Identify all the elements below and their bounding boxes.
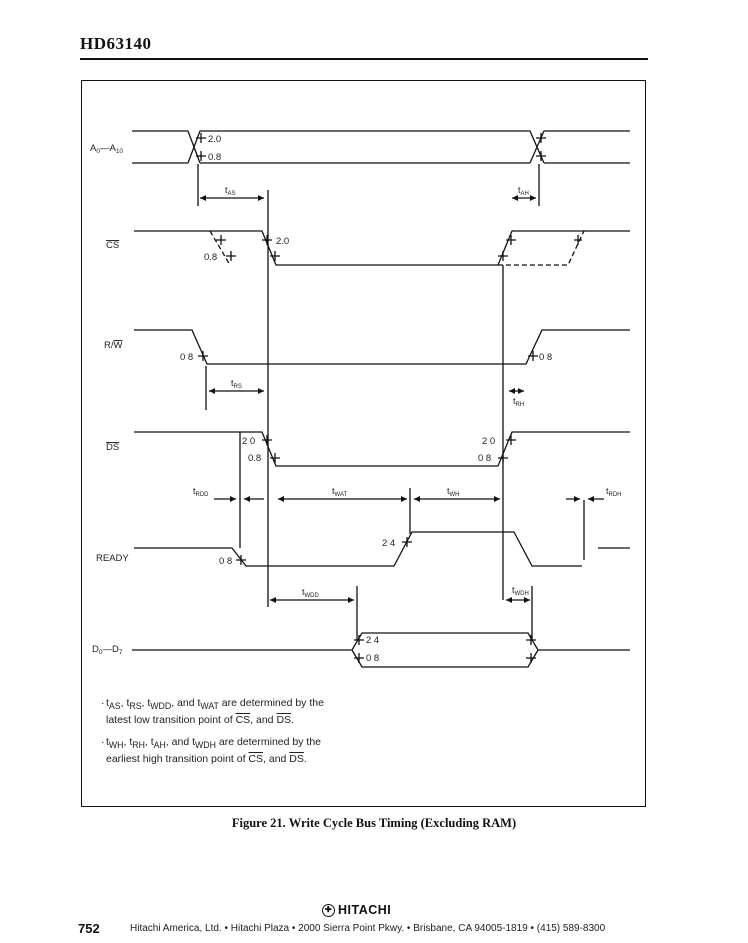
- figure-caption: Figure 21. Write Cycle Bus Timing (Exclu…: [231, 816, 517, 830]
- timing-label-t-as: tAS: [225, 185, 236, 197]
- timing-label-t-rs: tRS: [231, 378, 242, 390]
- timing-label-t-rdh: tRDH: [606, 486, 622, 498]
- cs-waveform-dashed: [209, 230, 585, 266]
- level-rw-low-right: 0 8: [539, 352, 552, 363]
- level-ds-low-left: 0.8: [248, 453, 261, 464]
- arrowhead: [200, 195, 594, 603]
- signal-label-ds: DS: [106, 442, 119, 453]
- part-number-header: HD63140: [80, 34, 152, 53]
- page-number: 752: [78, 921, 100, 936]
- signal-label-rw: R/W: [104, 340, 123, 351]
- level-ready-high: 2 4: [382, 538, 395, 549]
- note-1: · tAS, tRS, tWDD, and tWAT are determine…: [101, 697, 324, 727]
- level-addr-low: 0.8: [208, 152, 221, 163]
- ready-waveform: [134, 531, 630, 567]
- note-2: · tWH, tRH, tAH, and tWDH are determined…: [101, 736, 321, 766]
- level-ds-low-right: 0 8: [478, 453, 491, 464]
- signal-label-addr: A0—A10: [90, 143, 123, 155]
- signal-label-data: D0—D7: [92, 644, 123, 656]
- level-data-low: 0 8: [366, 653, 379, 664]
- rw-waveform: [134, 329, 630, 365]
- figure-frame: [81, 80, 646, 807]
- signal-label-ready: READY: [96, 553, 129, 564]
- hitachi-logo-icon: ✚: [322, 903, 335, 917]
- timing-label-t-wdd: tWDD: [302, 587, 320, 599]
- brand-name: HITACHI: [338, 903, 392, 917]
- footer-address: Hitachi America, Ltd. • Hitachi Plaza • …: [130, 923, 606, 934]
- level-addr-high: 2.0: [208, 134, 221, 145]
- level-ds-high-right: 2 0: [482, 436, 495, 447]
- level-cs-low: 0.8: [204, 252, 217, 263]
- timing-label-t-rdd: tRDD: [193, 486, 209, 498]
- data-bus-waveform: [132, 632, 630, 668]
- cs-waveform: [134, 230, 630, 266]
- signal-label-cs: CS: [106, 240, 119, 251]
- threshold-cross-verticals: [200, 133, 579, 663]
- level-cs-high: 2.0: [276, 236, 289, 247]
- addr-waveform-upper: [132, 130, 630, 164]
- hitachi-logo: ✚ HITACHI: [322, 903, 391, 917]
- ds-waveform: [134, 431, 630, 467]
- timing-label-t-wh: tWH: [447, 486, 460, 498]
- timing-label-t-ah: tAH: [518, 185, 529, 197]
- header-rule: [80, 58, 648, 60]
- timing-label-t-wdh: tWDH: [512, 585, 529, 597]
- level-rw-low-left: 0 8: [180, 352, 193, 363]
- level-data-high: 2 4: [366, 635, 379, 646]
- threshold-ticks: [196, 137, 582, 659]
- timing-label-t-wat: tWAT: [332, 486, 348, 498]
- timing-label-t-rh: tRH: [513, 396, 524, 408]
- level-ds-high-left: 2 0: [242, 436, 255, 447]
- level-ready-low: 0 8: [219, 556, 232, 567]
